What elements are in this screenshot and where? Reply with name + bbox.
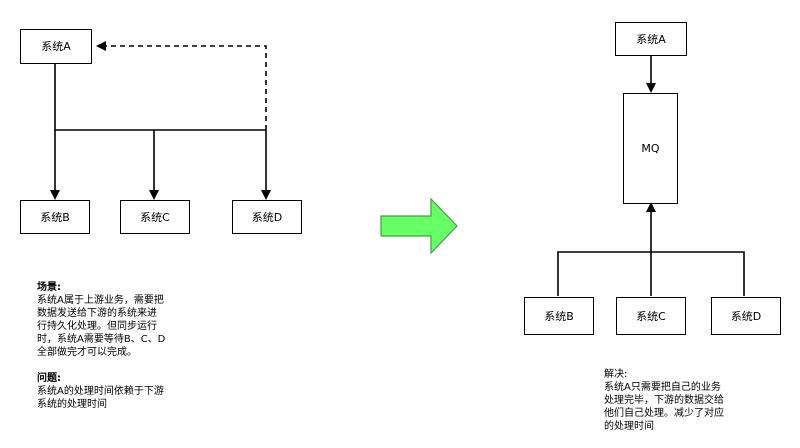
solution-line: 系统A只需要把自己的业务: [604, 382, 721, 393]
scenario-line: 时，系统A需要等待B、C、D: [37, 334, 166, 345]
scenario-line: 行持久化处理。但同步运行: [37, 321, 157, 332]
right-system-d-box: 系统D: [711, 297, 781, 335]
right-system-b-box: 系统B: [524, 297, 594, 335]
scenario-note: 场景: 系统A属于上游业务，需要把 数据发送给下游的系统来进 行持久化处理。但同…: [37, 281, 197, 411]
left-system-d-box: 系统D: [232, 200, 302, 234]
left-system-a-box: 系统A: [20, 29, 92, 64]
left-dashed-return-arrow: [96, 41, 267, 130]
problem-line: 系统的处理时间: [37, 399, 107, 410]
solution-line: 处理完毕，下游的数据交给: [604, 395, 724, 406]
solution-note: 解决: 系统A只需要把自己的业务 处理完毕，下游的数据交给 他们自己处理。减少了…: [604, 368, 764, 433]
solution-line: 他们自己处理。减少了对应: [604, 408, 724, 419]
right-system-c-box: 系统C: [616, 297, 686, 335]
solution-line: 的处理时间: [604, 421, 654, 432]
left-system-b-box: 系统B: [20, 200, 90, 234]
scenario-heading: 场景:: [37, 282, 61, 293]
right-system-a-box: 系统A: [615, 22, 687, 56]
scenario-line: 数据发送给下游的系统来进: [37, 308, 157, 319]
mq-box: MQ: [623, 93, 678, 204]
problem-heading: 问题:: [37, 373, 61, 384]
left-system-c-box: 系统C: [120, 200, 190, 234]
solution-heading: 解决:: [604, 369, 628, 380]
problem-line: 系统A的处理时间依赖于下游: [37, 386, 164, 397]
left-trunk-line: [54, 64, 266, 131]
scenario-line: 系统A属于上游业务，需要把: [37, 295, 164, 306]
scenario-line: 全部做完才可以完成。: [37, 347, 137, 358]
transition-arrow: [380, 197, 458, 255]
